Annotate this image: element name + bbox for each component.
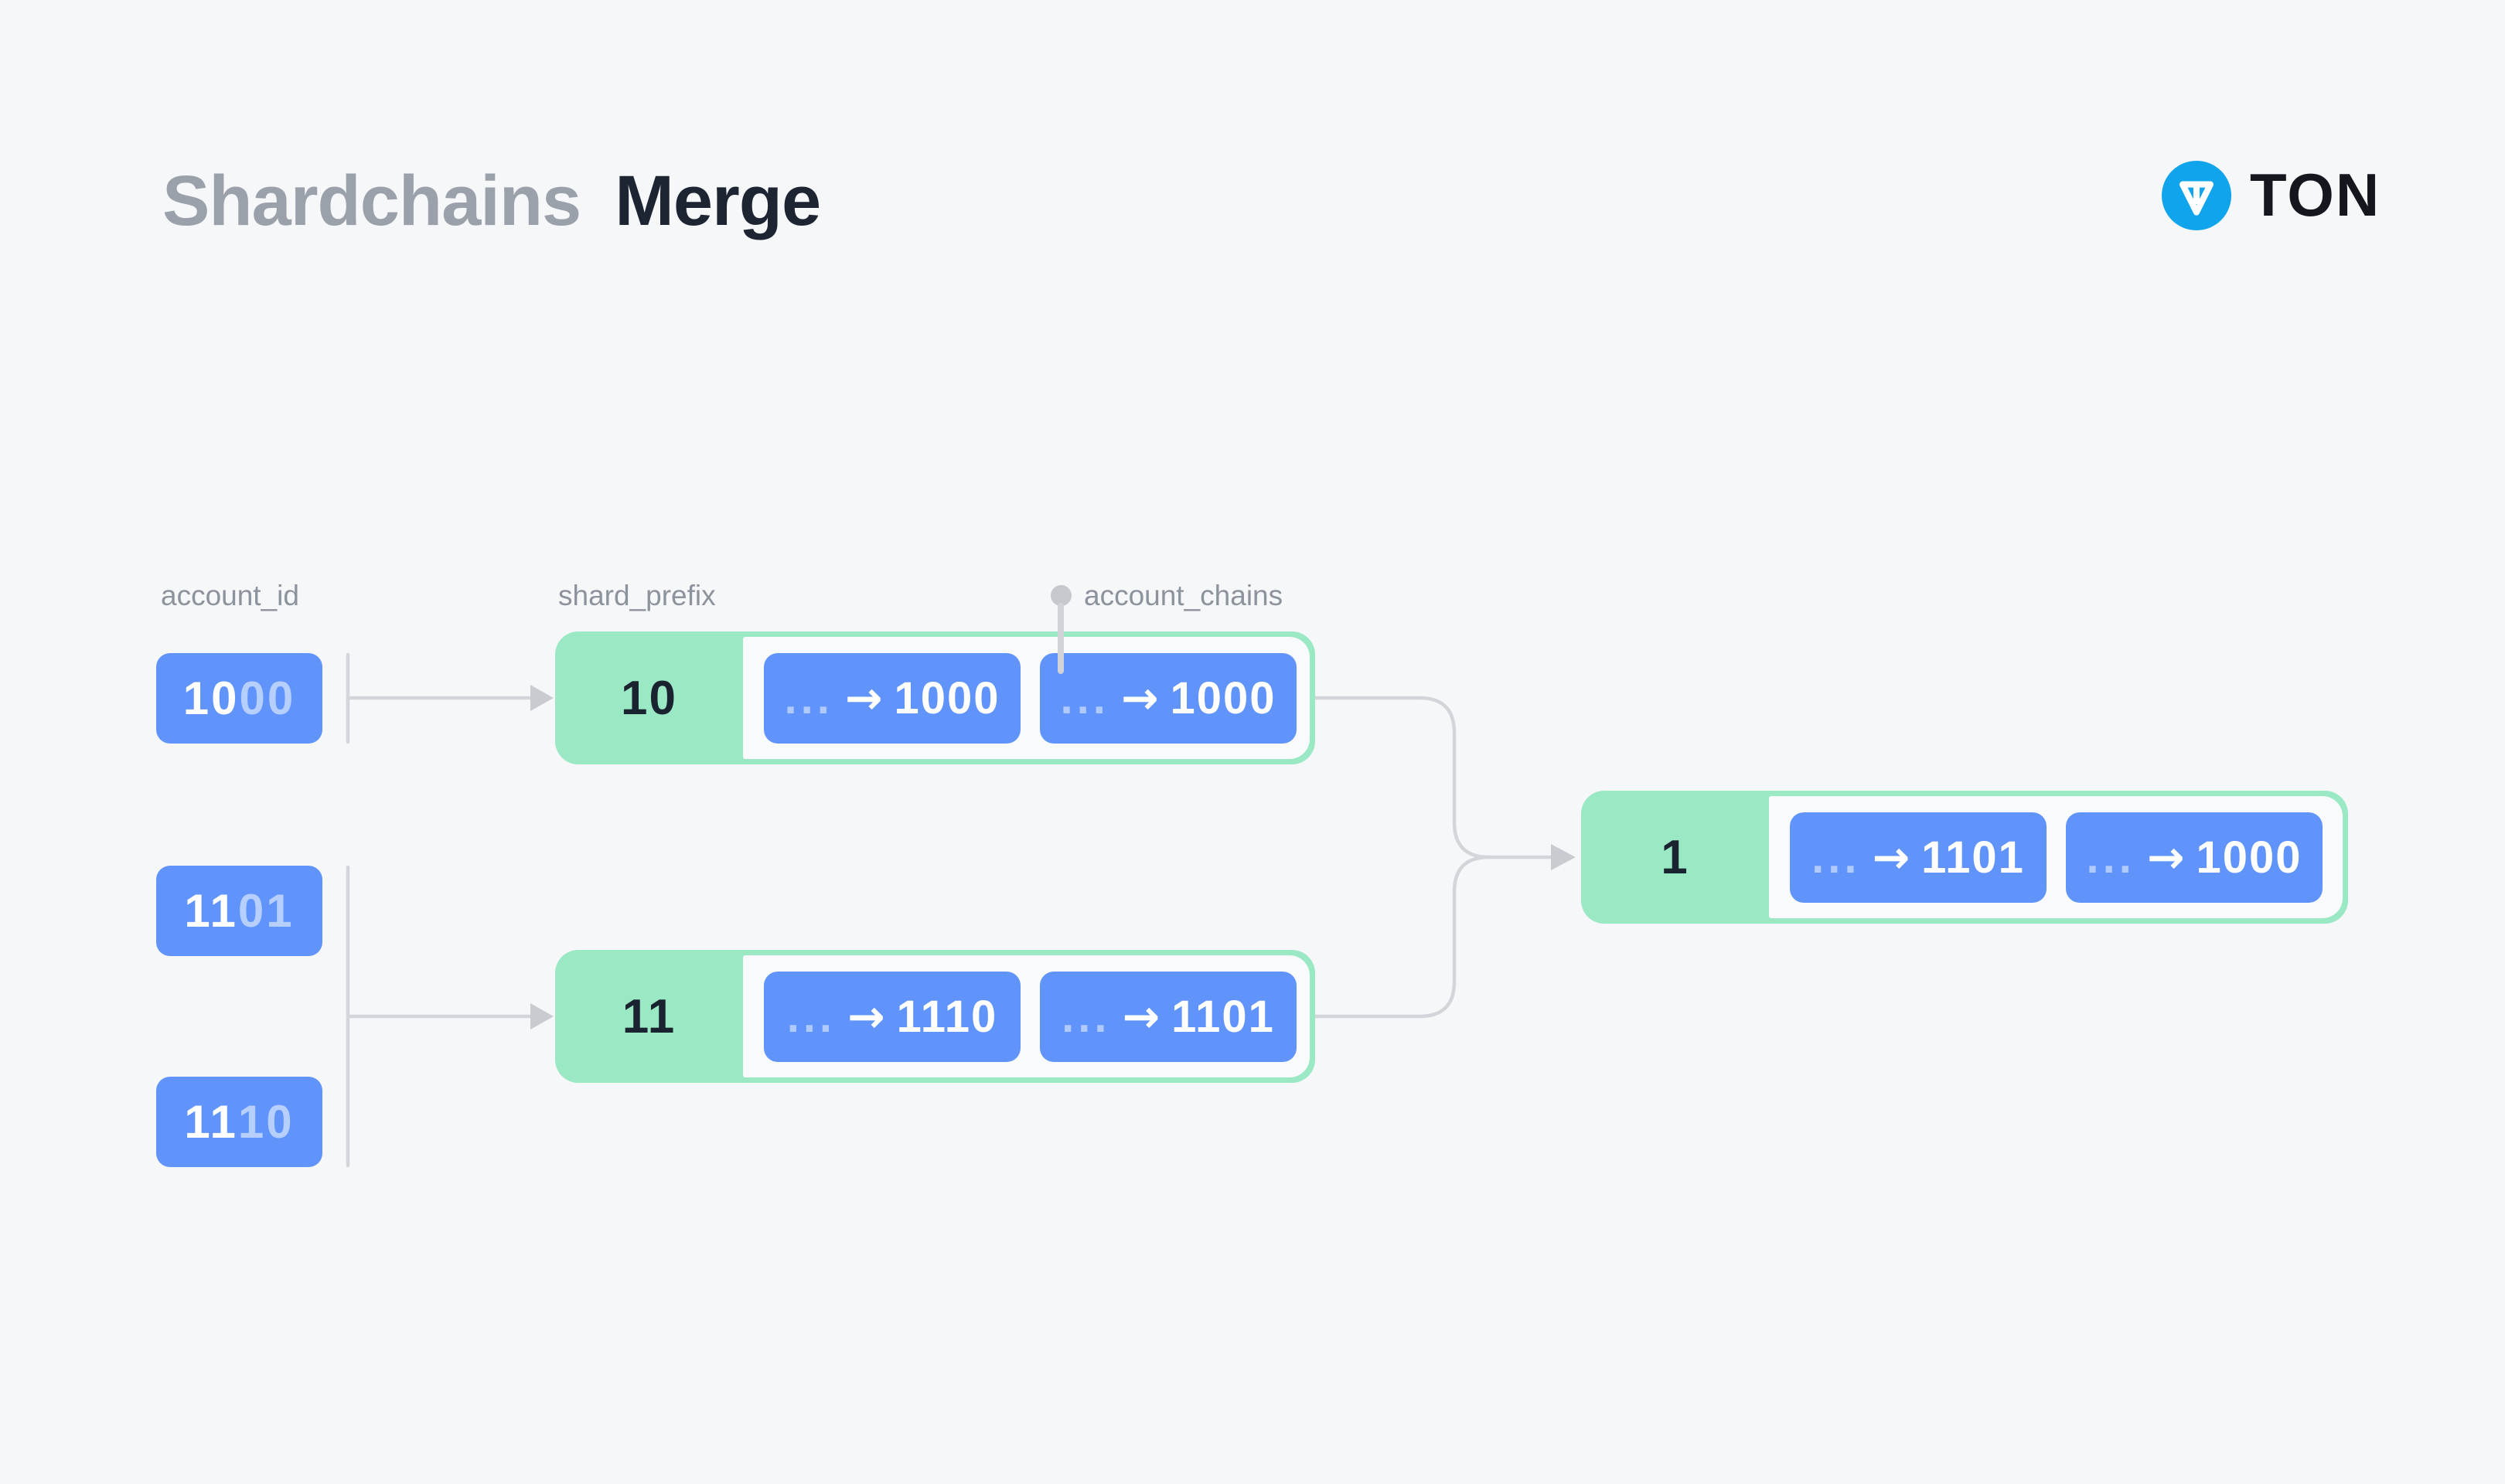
chain-tail: 1101 <box>1921 832 2025 883</box>
arrowhead-to-shard-10 <box>530 685 554 711</box>
account-chain-box: ... → 1101 <box>1790 812 2047 903</box>
chain-ellipsis: ... <box>1062 991 1111 1042</box>
page-title: Shardchains Merge <box>162 161 821 242</box>
arrow-right-icon: → <box>844 672 883 724</box>
chain-ellipsis: ... <box>1060 672 1109 723</box>
ton-wordmark: TON <box>2250 161 2381 229</box>
label-account-id: account_id <box>161 580 299 611</box>
account-id-matched: 11 <box>184 1096 238 1148</box>
chain-tail: 1000 <box>2196 832 2302 883</box>
arrow-right-icon: → <box>1872 831 1910 883</box>
account-id-matched: 11 <box>184 885 238 937</box>
chain-tail: 1000 <box>894 672 1000 723</box>
label-shard-prefix: shard_prefix <box>558 580 716 611</box>
ton-logo-icon <box>2162 160 2231 230</box>
arrow-right-icon: → <box>1122 990 1160 1043</box>
account-chains-dot-icon <box>1051 585 1072 606</box>
account-id-matched: 10 <box>182 672 240 724</box>
arrow-right-icon: → <box>1120 672 1159 724</box>
shard-prefix-value: 10 <box>621 671 677 725</box>
account-chains-panel: ... → 1110 ... → 1101 <box>743 955 1310 1077</box>
arrow-right-icon: → <box>847 990 885 1043</box>
chain-ellipsis: ... <box>2086 832 2135 883</box>
arrowhead-to-shard-11 <box>530 1003 554 1030</box>
merge-branch-bottom <box>1313 855 1491 1019</box>
chain-ellipsis: ... <box>786 991 837 1042</box>
account-chains-panel: ... → 1000 ... → 1000 <box>743 637 1310 759</box>
chain-tail: 1000 <box>1170 672 1276 723</box>
account-id-rest: 10 <box>237 1096 295 1148</box>
ton-brand: TON <box>2162 160 2381 230</box>
account-id-rest: 00 <box>239 672 296 724</box>
account-chain-box: ... → 1000 <box>2066 812 2323 903</box>
shard-prefix-value: 1 <box>1661 830 1689 884</box>
shard-card-1-merged: 1 ... → 1101 ... → 1000 <box>1581 791 2348 924</box>
chain-ellipsis: ... <box>784 672 833 723</box>
account-id-rest: 01 <box>237 885 295 937</box>
arrowhead-to-merged-shard <box>1551 844 1576 870</box>
shard-card-10: 10 ... → 1000 ... → 1000 <box>555 631 1315 764</box>
label-account-chains: account_chains <box>1084 580 1283 611</box>
account-chain-box: ... → 1101 <box>1040 971 1297 1062</box>
chain-ellipsis: ... <box>1811 832 1861 883</box>
account-chains-pointer-line <box>1058 603 1064 674</box>
account-chain-box: ... → 1000 <box>764 652 1021 744</box>
page-title-strong: Merge <box>615 162 821 240</box>
account-chains-panel: ... → 1101 ... → 1000 <box>1769 796 2343 918</box>
account-chain-box: ... → 1000 <box>1040 652 1297 744</box>
chain-tail: 1101 <box>1171 991 1275 1042</box>
merge-branch-top <box>1313 696 1491 859</box>
shard-card-11: 11 ... → 1110 ... → 1101 <box>555 950 1315 1083</box>
page-title-muted: Shardchains <box>162 162 581 240</box>
chain-tail: 1110 <box>896 991 998 1042</box>
arrow-right-icon: → <box>2146 831 2185 883</box>
account-chain-box: ... → 1110 <box>764 971 1021 1062</box>
shard-prefix-value: 11 <box>622 989 677 1043</box>
